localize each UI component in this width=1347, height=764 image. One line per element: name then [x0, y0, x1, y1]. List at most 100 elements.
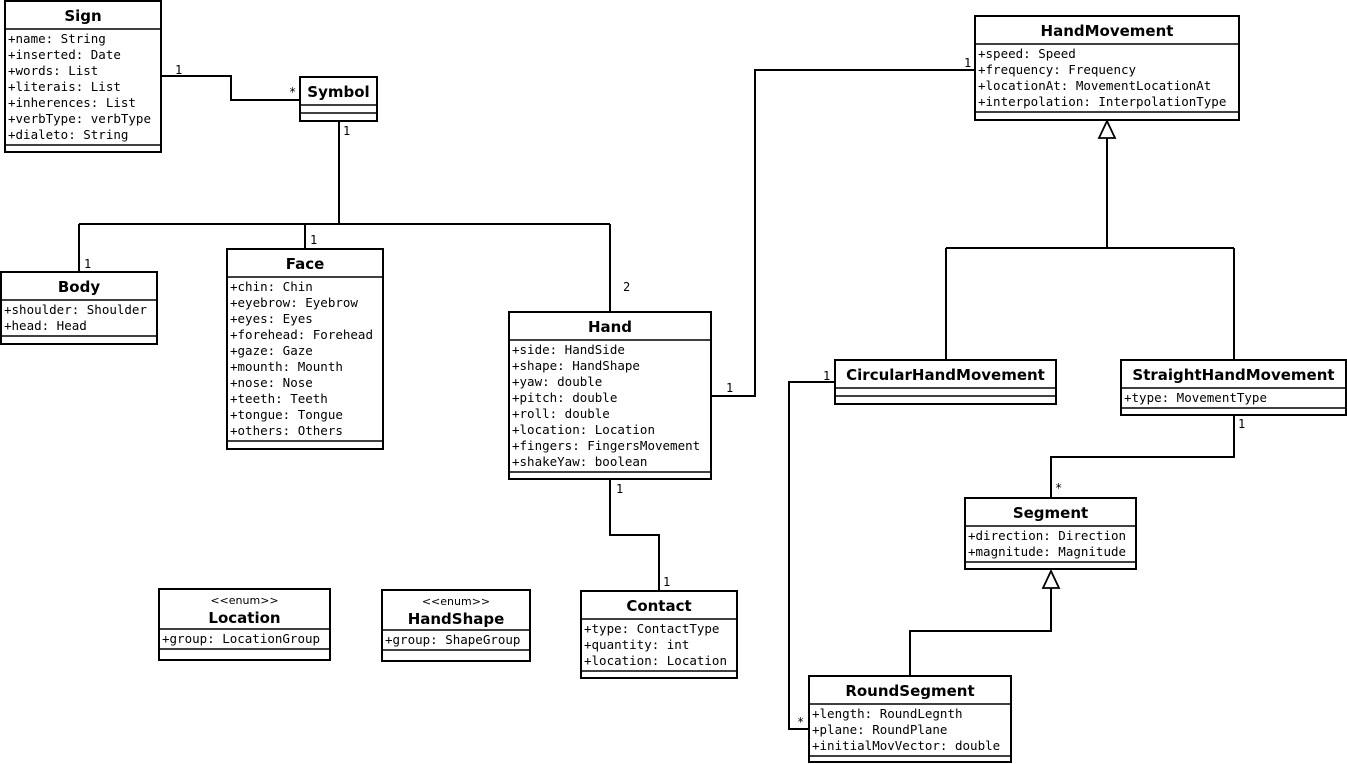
class-circular[interactable]: CircularHandMovement	[834, 359, 1057, 405]
class-box-outline	[158, 588, 331, 661]
class-name: Hand	[588, 318, 632, 336]
class-name: RoundSegment	[845, 682, 974, 700]
class-contact[interactable]: Contact+type: ContactType+quantity: int+…	[580, 590, 738, 679]
generalization-line	[909, 588, 1052, 676]
class-face[interactable]: Face +chin: Chin+eyebrow: Eyebrow+eyes: E…	[226, 248, 384, 450]
association-line	[161, 75, 300, 101]
class-attribute: +group: LocationGroup	[162, 631, 320, 646]
class-name: Sign	[64, 7, 101, 25]
class-attribute: +location: Location	[584, 653, 727, 668]
class-attribute: +pitch: double	[512, 390, 617, 405]
class-name: Body	[58, 278, 100, 296]
class-attribute: +type: MovementType	[1124, 390, 1267, 405]
class-attribute: +eyebrow: Eyebrow	[230, 295, 358, 310]
class-attribute: +speed: Speed	[978, 46, 1076, 61]
multiplicity-label: *	[289, 85, 296, 99]
multiplicity-label: 1	[84, 257, 91, 271]
class-attribute: +verbType: verbType	[8, 111, 151, 126]
class-body[interactable]: Body+shoulder: Shoulder+head: Head	[0, 271, 158, 345]
class-attribute: +yaw: double	[512, 374, 602, 389]
class-name: Face	[286, 255, 325, 273]
generalization-arrowhead	[1041, 568, 1061, 589]
class-attribute: +length: RoundLegnth	[812, 706, 963, 721]
class-attribute: +quantity: int	[584, 637, 689, 652]
association-line	[1050, 415, 1235, 498]
class-attribute: +chin: Chin	[230, 279, 313, 294]
class-attribute: +others: Others	[230, 423, 343, 438]
class-location[interactable]: <<enum>> Location +group: LocationGroup	[158, 588, 331, 661]
class-attribute: +name: String	[8, 31, 106, 46]
class-segment[interactable]: Segment +direction: Direction+magnitude: …	[964, 497, 1137, 570]
class-name: CircularHandMovement	[846, 366, 1045, 384]
class-box-outline	[808, 675, 1012, 763]
class-straight[interactable]: StraightHandMovement +type: MovementType	[1120, 359, 1347, 416]
class-attribute: +interpolation: InterpolationType	[978, 94, 1226, 109]
class-attribute: +forehead: Forehead	[230, 327, 373, 342]
class-attribute: +roll: double	[512, 406, 610, 421]
association-line	[711, 69, 975, 397]
class-roundsegment[interactable]: RoundSegment +length: RoundLegnth+plane: …	[808, 675, 1012, 763]
class-name: Symbol	[307, 83, 369, 101]
class-attribute: +gaze: Gaze	[230, 343, 313, 358]
class-attribute: +shape: HandShape	[512, 358, 640, 373]
class-attribute: +words: List	[8, 63, 98, 78]
multiplicity-label: 1	[823, 369, 830, 383]
class-stereotype: <<enum>>	[210, 594, 278, 607]
class-attribute: +mounth: Mounth	[230, 359, 343, 374]
class-attribute: +initialMovVector: double	[812, 738, 1000, 753]
class-box-outline	[226, 248, 384, 450]
class-attribute: +eyes: Eyes	[230, 311, 313, 326]
multiplicity-label: 1	[663, 575, 670, 589]
class-handmovement[interactable]: HandMovement+speed: Speed+frequency: Fre…	[974, 15, 1240, 121]
relation-handmovement-gen	[945, 118, 1235, 360]
class-box-outline	[974, 15, 1240, 121]
generalization-arrowhead	[1097, 118, 1117, 139]
class-attribute: +locationAt: MovementLocationAt	[978, 78, 1211, 93]
class-attribute: +tongue: Tongue	[230, 407, 343, 422]
multiplicity-label: 1	[964, 56, 971, 70]
class-box-outline	[964, 497, 1137, 570]
class-name: StraightHandMovement	[1132, 366, 1334, 384]
class-name: HandShape	[408, 610, 505, 628]
class-hand[interactable]: Hand +side: HandSide+shape: HandShape+yaw…	[508, 311, 712, 480]
association-line	[788, 381, 835, 730]
multiplicity-label: 1	[310, 233, 317, 247]
multiplicity-label: 1	[726, 381, 733, 395]
relation-lines	[78, 69, 1235, 730]
multiplicity-label: *	[1055, 481, 1062, 495]
relation-hand-contact	[609, 479, 660, 591]
multiplicity-label: 1	[616, 482, 623, 496]
relation-sign-symbol	[161, 75, 300, 101]
multiplicity-label: 1	[1238, 417, 1245, 431]
multiplicity-label: 1	[343, 124, 350, 138]
class-name: Contact	[626, 597, 691, 615]
class-symbol[interactable]: Symbol	[299, 76, 378, 122]
class-handshape[interactable]: <<enum>> HandShape +group: ShapeGroup	[381, 589, 531, 662]
class-box-outline	[580, 590, 738, 679]
class-box-outline	[4, 0, 162, 153]
class-attribute: +literais: List	[8, 79, 121, 94]
relation-symbol-parts	[78, 121, 611, 312]
class-attribute: +side: HandSide	[512, 342, 625, 357]
class-name: Location	[208, 609, 280, 627]
class-attribute: +location: Location	[512, 422, 655, 437]
class-attribute: +plane: RoundPlane	[812, 722, 947, 737]
association-line	[609, 479, 660, 591]
relation-segment-gen	[909, 568, 1061, 676]
class-name: Segment	[1013, 504, 1088, 522]
class-attribute: +direction: Direction	[968, 528, 1126, 543]
relation-circular-roundsegment	[788, 381, 835, 730]
class-attribute: +teeth: Teeth	[230, 391, 328, 406]
class-attribute: +magnitude: Magnitude	[968, 544, 1126, 559]
class-box-outline	[0, 271, 158, 345]
multiplicity-label: *	[797, 715, 804, 729]
class-name: HandMovement	[1041, 22, 1174, 40]
class-attribute: +fingers: FingersMovement	[512, 438, 700, 453]
class-stereotype: <<enum>>	[422, 595, 490, 608]
class-sign[interactable]: Sign+name: String+inserted: Date+words: …	[4, 0, 162, 153]
class-attribute: +group: ShapeGroup	[385, 632, 520, 647]
class-attribute: +inherences: List	[8, 95, 136, 110]
